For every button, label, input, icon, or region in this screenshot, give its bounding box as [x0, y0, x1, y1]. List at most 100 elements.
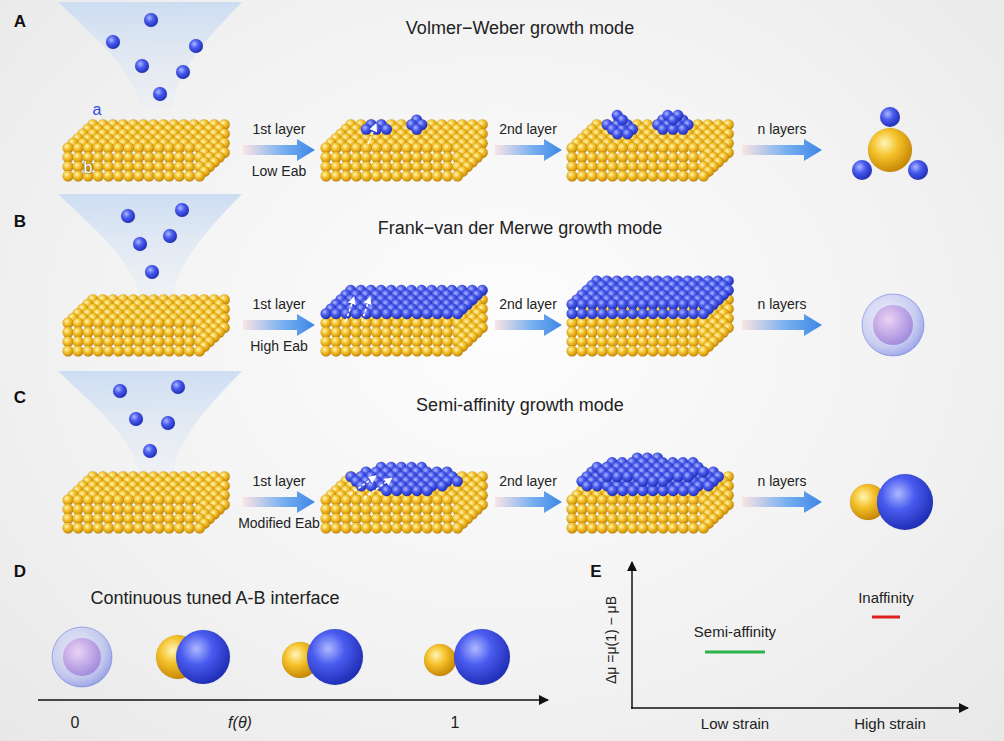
- atom: [591, 480, 602, 491]
- atom: [113, 171, 124, 182]
- x-axis: [631, 707, 968, 709]
- axis-tick: Low strain: [701, 715, 769, 732]
- atom: [698, 466, 709, 477]
- species-label: b: [84, 159, 93, 177]
- blue-island: [852, 160, 872, 180]
- atom: [647, 308, 658, 319]
- janus-particle: [156, 630, 230, 684]
- atom: [657, 124, 668, 135]
- atom: [617, 523, 628, 534]
- incoming-atom: [143, 444, 157, 458]
- atom: [411, 124, 422, 135]
- wetting-layer: [321, 285, 488, 319]
- atom: [411, 124, 422, 135]
- atom: [637, 523, 648, 534]
- atom: [73, 171, 84, 182]
- atom: [612, 128, 623, 139]
- blue-domain: [307, 629, 363, 685]
- atom: [673, 471, 684, 482]
- atom: [452, 171, 463, 182]
- atom: [351, 308, 362, 319]
- atom: [612, 471, 623, 482]
- atom: [356, 480, 367, 491]
- atom: [658, 523, 669, 534]
- atom: [361, 346, 372, 357]
- incoming-atom: [163, 229, 177, 243]
- atom: [93, 523, 104, 534]
- atom: [321, 308, 332, 319]
- atom: [637, 476, 648, 487]
- atom: [667, 308, 678, 319]
- atom: [381, 485, 392, 496]
- atom: [647, 476, 658, 487]
- atom: [391, 485, 402, 496]
- atom: [437, 480, 448, 491]
- growth-row: [58, 371, 933, 534]
- atom: [688, 308, 699, 319]
- panel-title: Frank−van der Merwe growth mode: [378, 218, 663, 239]
- atom: [63, 346, 74, 357]
- atom: [607, 523, 618, 534]
- atom: [351, 171, 362, 182]
- atom: [452, 476, 463, 487]
- atom: [607, 485, 618, 496]
- process-arrow: [495, 491, 562, 513]
- level-bar: [705, 651, 765, 654]
- atom: [371, 308, 382, 319]
- atom: [678, 308, 689, 319]
- process-arrow: [742, 139, 822, 161]
- substrate-slab: [321, 119, 488, 181]
- incoming-atom: [144, 13, 158, 27]
- atom: [637, 308, 648, 319]
- atom: [577, 171, 588, 182]
- step-label: 1st layer: [253, 296, 306, 312]
- panel-letter: C: [14, 388, 26, 408]
- substrate-slab: [567, 471, 734, 533]
- atom: [617, 485, 628, 496]
- step-label: 1st layer: [253, 121, 306, 137]
- island-layer: [612, 110, 684, 126]
- atom: [412, 346, 423, 357]
- atom: [607, 308, 618, 319]
- process-arrow: [742, 314, 822, 336]
- atom: [331, 346, 342, 357]
- island-particle: [852, 107, 928, 180]
- species-label: a: [93, 101, 102, 119]
- incoming-atom: [133, 237, 147, 251]
- atom: [647, 171, 658, 182]
- atom: [184, 346, 195, 357]
- atom: [627, 308, 638, 319]
- panel-letter: E: [590, 562, 601, 582]
- atom: [617, 346, 628, 357]
- shell: [862, 294, 924, 356]
- illustration: [38, 2, 968, 709]
- atom: [587, 346, 598, 357]
- level-label: Inaffinity: [858, 589, 914, 606]
- atom: [143, 171, 154, 182]
- atom: [411, 485, 422, 496]
- atom: [667, 114, 678, 125]
- atom: [698, 308, 709, 319]
- incoming-atom: [176, 65, 190, 79]
- atom: [351, 523, 362, 534]
- atom: [123, 171, 134, 182]
- blue-domain: [454, 629, 510, 685]
- atom: [381, 346, 392, 357]
- atom: [330, 308, 341, 319]
- atom: [63, 171, 74, 182]
- deposition-beam: [58, 2, 242, 108]
- atom: [432, 523, 443, 534]
- atom: [597, 171, 608, 182]
- atom: [401, 523, 412, 534]
- energy-label: Low Eab: [252, 163, 306, 179]
- panel-letter: B: [14, 212, 26, 232]
- atom: [657, 308, 668, 319]
- diffusion-arrow: [368, 124, 376, 144]
- atom: [668, 171, 679, 182]
- atom: [678, 346, 689, 357]
- atom: [612, 128, 623, 139]
- substrate-slab: [63, 119, 230, 181]
- process-arrow: [495, 139, 562, 161]
- incoming-atom: [135, 59, 149, 73]
